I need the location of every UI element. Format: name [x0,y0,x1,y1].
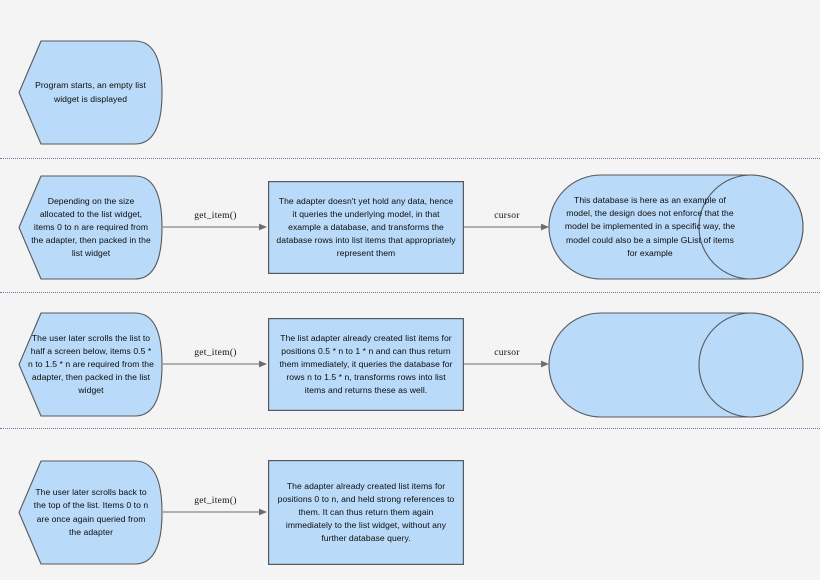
node-database-example[interactable]: This database is here as an example of m… [548,174,804,280]
edge-label: get_item() [194,348,237,358]
rectangle-shape [268,460,465,566]
node-list-widget-request[interactable]: Depending on the size allocated to the l… [18,175,163,280]
node-program-starts[interactable]: Program starts, an empty list widget is … [18,40,163,145]
cylinder-shape [548,312,804,418]
rectangle-shape [268,318,465,412]
rectangle-shape [268,181,465,275]
node-adapter-partial-cache[interactable]: The list adapter already created list it… [268,318,465,412]
row-separator-2 [0,292,820,293]
node-database-empty[interactable] [548,312,804,418]
arrow-shape [163,223,267,231]
edge-get-item-row2[interactable]: get_item() [163,211,268,239]
row-separator-1 [0,158,820,159]
edge-label: cursor [494,211,520,221]
edge-get-item-row4[interactable]: get_item() [163,496,268,524]
edge-label: get_item() [194,496,237,506]
node-adapter-queries-model[interactable]: The adapter doesn't yet hold any data, h… [268,181,465,275]
edge-cursor-row3[interactable]: cursor [464,348,550,376]
node-adapter-full-cache[interactable]: The adapter already created list items f… [268,460,465,566]
edge-label: get_item() [194,211,237,221]
cylinder-shape [548,174,804,280]
delay-hexagon-shape [18,460,163,565]
edge-cursor-row2[interactable]: cursor [464,211,550,239]
node-user-scrolls-down[interactable]: The user later scrolls the list to half … [18,312,163,417]
arrow-shape [163,360,267,368]
delay-hexagon-shape [18,312,163,417]
arrow-shape [163,508,267,516]
edge-label: cursor [494,348,520,358]
delay-hexagon-shape [18,175,163,280]
row-separator-3 [0,428,820,429]
arrow-shape [464,223,549,231]
arrow-shape [464,360,549,368]
edge-get-item-row3[interactable]: get_item() [163,348,268,376]
delay-hexagon-shape [18,40,163,145]
node-user-scrolls-back-top[interactable]: The user later scrolls back to the top o… [18,460,163,565]
